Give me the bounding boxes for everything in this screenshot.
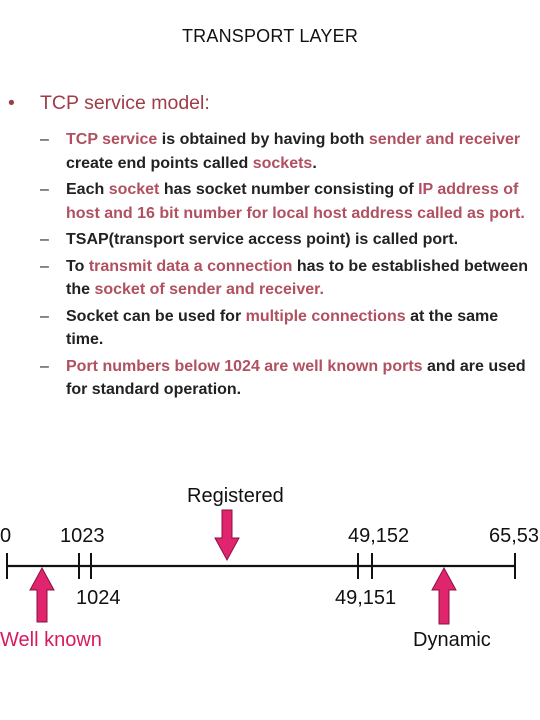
bullet-list: –TCP service is obtained by having both … — [38, 128, 538, 405]
label-1023: 1023 — [60, 525, 105, 547]
bullet-text: Socket can be used for — [66, 307, 246, 325]
highlighted-text: sender and receiver — [368, 131, 521, 148]
bullet-text: at the same time. — [66, 307, 499, 349]
page-title: TRANSPORT LAYER — [181, 26, 359, 46]
section-heading: • TCP service model: — [8, 92, 210, 115]
bullet-text: has socket number consisting of — [159, 181, 419, 198]
label-well-known: Well known — [0, 629, 102, 651]
dash-marker: – — [40, 181, 49, 198]
highlighted-text: IP address of host and 16 bit number for… — [66, 181, 525, 222]
dynamic-arrow-icon — [431, 566, 457, 625]
label-49152: 49,152 — [348, 525, 409, 547]
heading-text: TCP service model: — [40, 92, 210, 114]
highlighted-text: Port numbers below 1024 are well known p… — [66, 357, 423, 375]
highlighted-text: TCP service — [66, 131, 158, 148]
bullet-item: –TSAP(transport service access point) is… — [38, 228, 538, 252]
label-0: 0 — [0, 525, 11, 547]
bullet-item: –Each socket has socket number consistin… — [38, 178, 538, 225]
highlighted-text: transmit data a connection — [88, 257, 293, 275]
dash-marker: – — [40, 231, 49, 248]
bullet-item: –To transmit data a connection has to be… — [38, 255, 538, 302]
bullet-text: create end points called — [66, 154, 253, 172]
highlighted-text: socket — [108, 181, 160, 198]
highlighted-text: multiple connections — [245, 307, 406, 325]
registered-arrow-icon — [214, 509, 240, 562]
dash-marker: – — [40, 307, 49, 325]
label-registered: Registered — [187, 485, 284, 507]
dash-marker: – — [40, 257, 49, 275]
port-range-diagram: 0 1023 1024 49,152 49,151 65,535 Registe… — [0, 485, 540, 651]
bullet-text: TSAP(transport service access point) is … — [66, 231, 459, 248]
highlighted-text: sockets — [252, 154, 313, 172]
heading-bullet: • — [8, 92, 15, 114]
label-65535: 65,535 — [489, 525, 540, 547]
bullet-item: –TCP service is obtained by having both … — [38, 128, 538, 175]
well-known-arrow-icon — [29, 566, 55, 623]
bullet-text: . — [312, 154, 317, 172]
bullet-text: is obtained by having both — [157, 131, 369, 148]
dash-marker: – — [40, 131, 49, 148]
bullet-text: and are used for standard operation. — [66, 357, 526, 399]
label-dynamic: Dynamic — [413, 629, 491, 651]
dash-marker: – — [40, 357, 49, 375]
bullet-text: has to be established between the — [66, 257, 529, 299]
bullet-text: Each — [66, 181, 109, 198]
label-49151: 49,151 — [335, 587, 396, 609]
bullet-item: –Port numbers below 1024 are well known … — [38, 355, 538, 402]
highlighted-text: socket of sender and receiver. — [94, 281, 324, 298]
bullet-text: To — [66, 257, 89, 275]
bullet-item: –Socket can be used for multiple connect… — [38, 305, 538, 352]
label-1024: 1024 — [76, 587, 121, 609]
